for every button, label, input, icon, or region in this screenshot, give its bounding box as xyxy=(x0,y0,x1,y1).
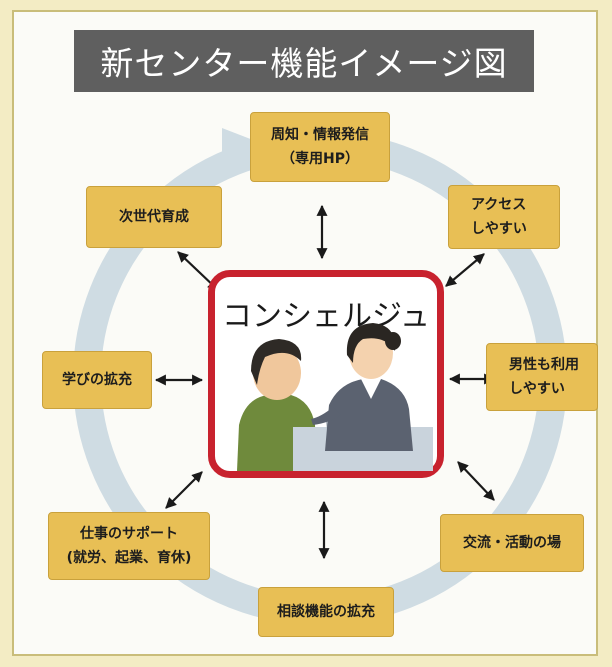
node-exchange-line1: 交流・活動の場 xyxy=(463,534,561,551)
node-work-support-line1: 仕事のサポート xyxy=(80,525,178,542)
node-learning-line1: 学びの拡充 xyxy=(62,371,132,388)
node-access-line1: アクセス xyxy=(471,196,527,213)
cycle-arrow-head xyxy=(222,128,266,168)
node-work-support-line2: (就労、起業、育休) xyxy=(66,550,192,566)
node-information-line2: （専用HP） xyxy=(281,151,359,167)
node-men-use: 男性も利用 しやすい xyxy=(486,343,598,411)
node-men-use-line1: 男性も利用 xyxy=(509,356,579,373)
staff-arm xyxy=(311,407,341,425)
node-consultation: 相談機能の拡充 xyxy=(258,587,394,637)
customer-hair xyxy=(251,339,302,385)
node-access-line2: しやすい xyxy=(471,221,527,237)
node-exchange: 交流・活動の場 xyxy=(440,514,584,572)
node-work-support: 仕事のサポート (就労、起業、育休) xyxy=(48,512,210,580)
customer-head xyxy=(253,346,301,400)
node-next-generation: 次世代育成 xyxy=(86,186,222,248)
connector-arrow-top-right xyxy=(445,253,485,287)
staff-hair xyxy=(346,323,396,363)
node-information-line1: 周知・情報発信 xyxy=(271,126,369,143)
connector-arrow-bottom-left xyxy=(165,471,203,509)
node-men-use-line2: しやすい xyxy=(509,381,565,397)
staff-figure xyxy=(325,379,413,451)
consultation-illustration xyxy=(237,323,433,471)
node-information: 周知・情報発信 （専用HP） xyxy=(250,112,390,182)
node-consultation-line1: 相談機能の拡充 xyxy=(277,603,375,620)
node-learning: 学びの拡充 xyxy=(42,351,152,409)
connector-arrow-bottom-right xyxy=(457,461,495,501)
node-access: アクセス しやすい xyxy=(448,185,560,249)
concierge-box: コンシェルジュ xyxy=(208,270,444,478)
staff-hair-bun xyxy=(385,332,401,350)
concierge-label: コンシェルジュ xyxy=(222,299,430,334)
node-next-generation-line1: 次世代育成 xyxy=(119,208,189,225)
staff-collar xyxy=(361,379,381,399)
diagram-title: 新センター機能イメージ図 xyxy=(74,30,534,92)
